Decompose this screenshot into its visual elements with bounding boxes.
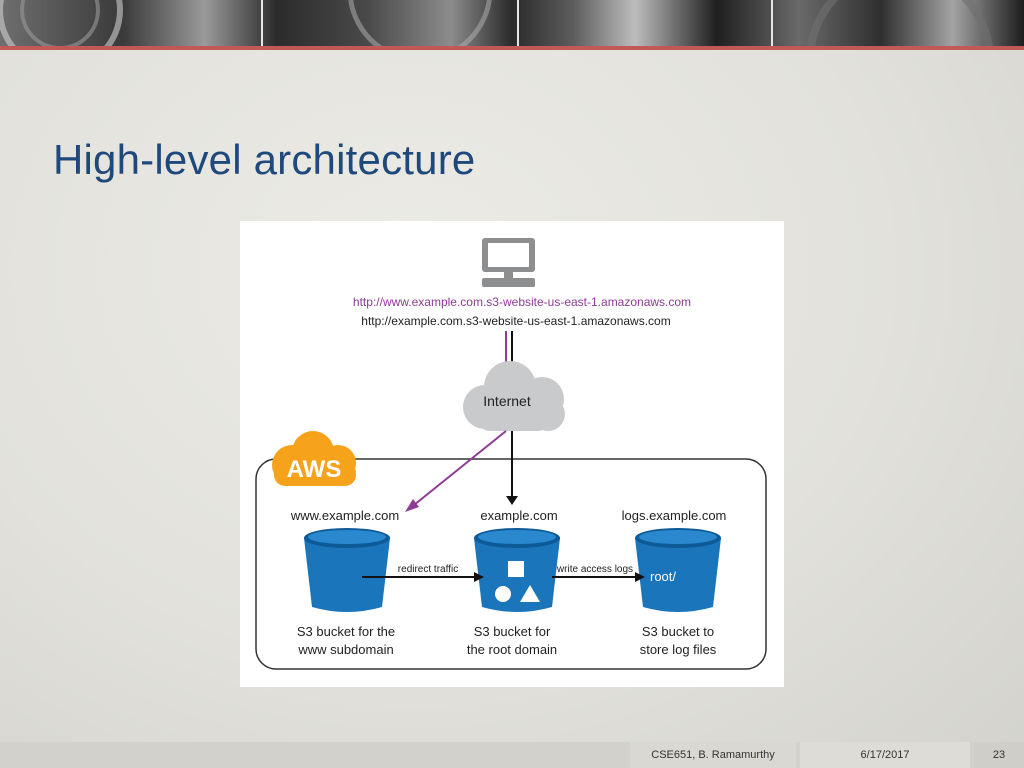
internet-cloud-icon: [463, 361, 565, 431]
footer-author: CSE651, B. Ramamurthy: [630, 742, 796, 768]
url-www: http://www.example.com.s3-website-us-eas…: [353, 295, 691, 309]
bucket-domain-root: example.com: [480, 508, 557, 523]
aws-label: AWS: [287, 456, 342, 483]
s3-bucket-root-icon: [474, 528, 560, 612]
bucket-desc-logs-line1: S3 bucket to: [642, 624, 714, 639]
bucket-logs-inner-label: root/: [650, 569, 676, 584]
footer-page-number: 23: [974, 742, 1024, 768]
architecture-diagram: http://www.example.com.s3-website-us-eas…: [240, 221, 784, 687]
s3-bucket-www-icon: [304, 528, 390, 612]
bucket-desc-www-line1: S3 bucket for the: [297, 624, 395, 639]
write-logs-arrowhead: [635, 572, 645, 582]
write-logs-label: write access logs: [556, 564, 633, 575]
redirect-traffic-arrowhead: [474, 572, 484, 582]
footer-date: 6/17/2017: [800, 742, 970, 768]
url-root: http://example.com.s3-website-us-east-1.…: [361, 314, 670, 328]
internet-to-www-arrowhead: [405, 499, 419, 512]
header-banner: [0, 0, 1024, 46]
redirect-traffic-label: redirect traffic: [398, 564, 458, 575]
bucket-desc-logs-line2: store log files: [640, 642, 717, 657]
aws-cloud-icon: [272, 431, 356, 486]
bucket-desc-www-line2: www subdomain: [297, 642, 393, 657]
bucket-desc-root-line2: the root domain: [467, 642, 557, 657]
bucket-desc-root-line1: S3 bucket for: [474, 624, 551, 639]
header-rule: [0, 46, 1024, 50]
computer-icon: [482, 238, 535, 287]
internet-label: Internet: [483, 393, 531, 409]
internet-to-www-arrow: [413, 430, 507, 506]
internet-to-root-arrowhead: [506, 496, 518, 505]
bucket-domain-logs: logs.example.com: [622, 508, 727, 523]
slide-title: High-level architecture: [53, 136, 476, 183]
bucket-domain-www: www.example.com: [290, 508, 399, 523]
s3-bucket-logs-icon: [635, 528, 721, 612]
